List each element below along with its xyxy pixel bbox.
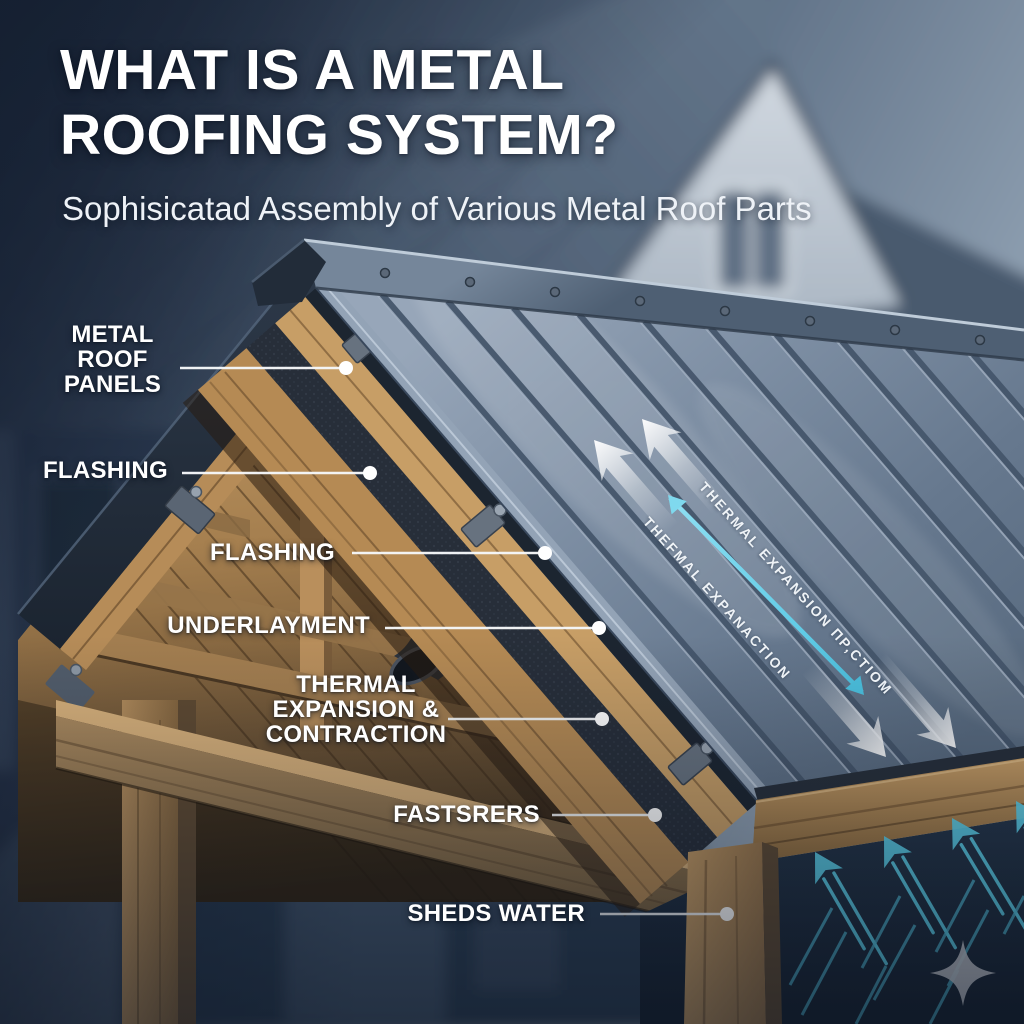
callout-fasteners: FASTSRERS (393, 801, 540, 828)
callout-thermal-expansion: THERMAL EXPANSION & CONTRACTION (265, 671, 447, 748)
callout-flashing-upper: FLASHING (42, 457, 168, 484)
page-subtitle: Sophisicatad Assembly of Various Metal R… (62, 190, 812, 227)
callout-metal-roof-panels: METAL ROOF PANELS (63, 321, 162, 398)
title-line-2: ROOFING SYSTEM? (60, 103, 619, 167)
callout-underlayment: UNDERLAYMENT (167, 612, 370, 639)
page-title: WHAT IS A METAL ROOFING SYSTEM? (60, 38, 619, 168)
title-line-1: WHAT IS A METAL (60, 38, 565, 102)
callout-sheds-water: SHEDS WATER (407, 900, 585, 927)
callout-flashing-lower: FLASHING (209, 539, 335, 566)
